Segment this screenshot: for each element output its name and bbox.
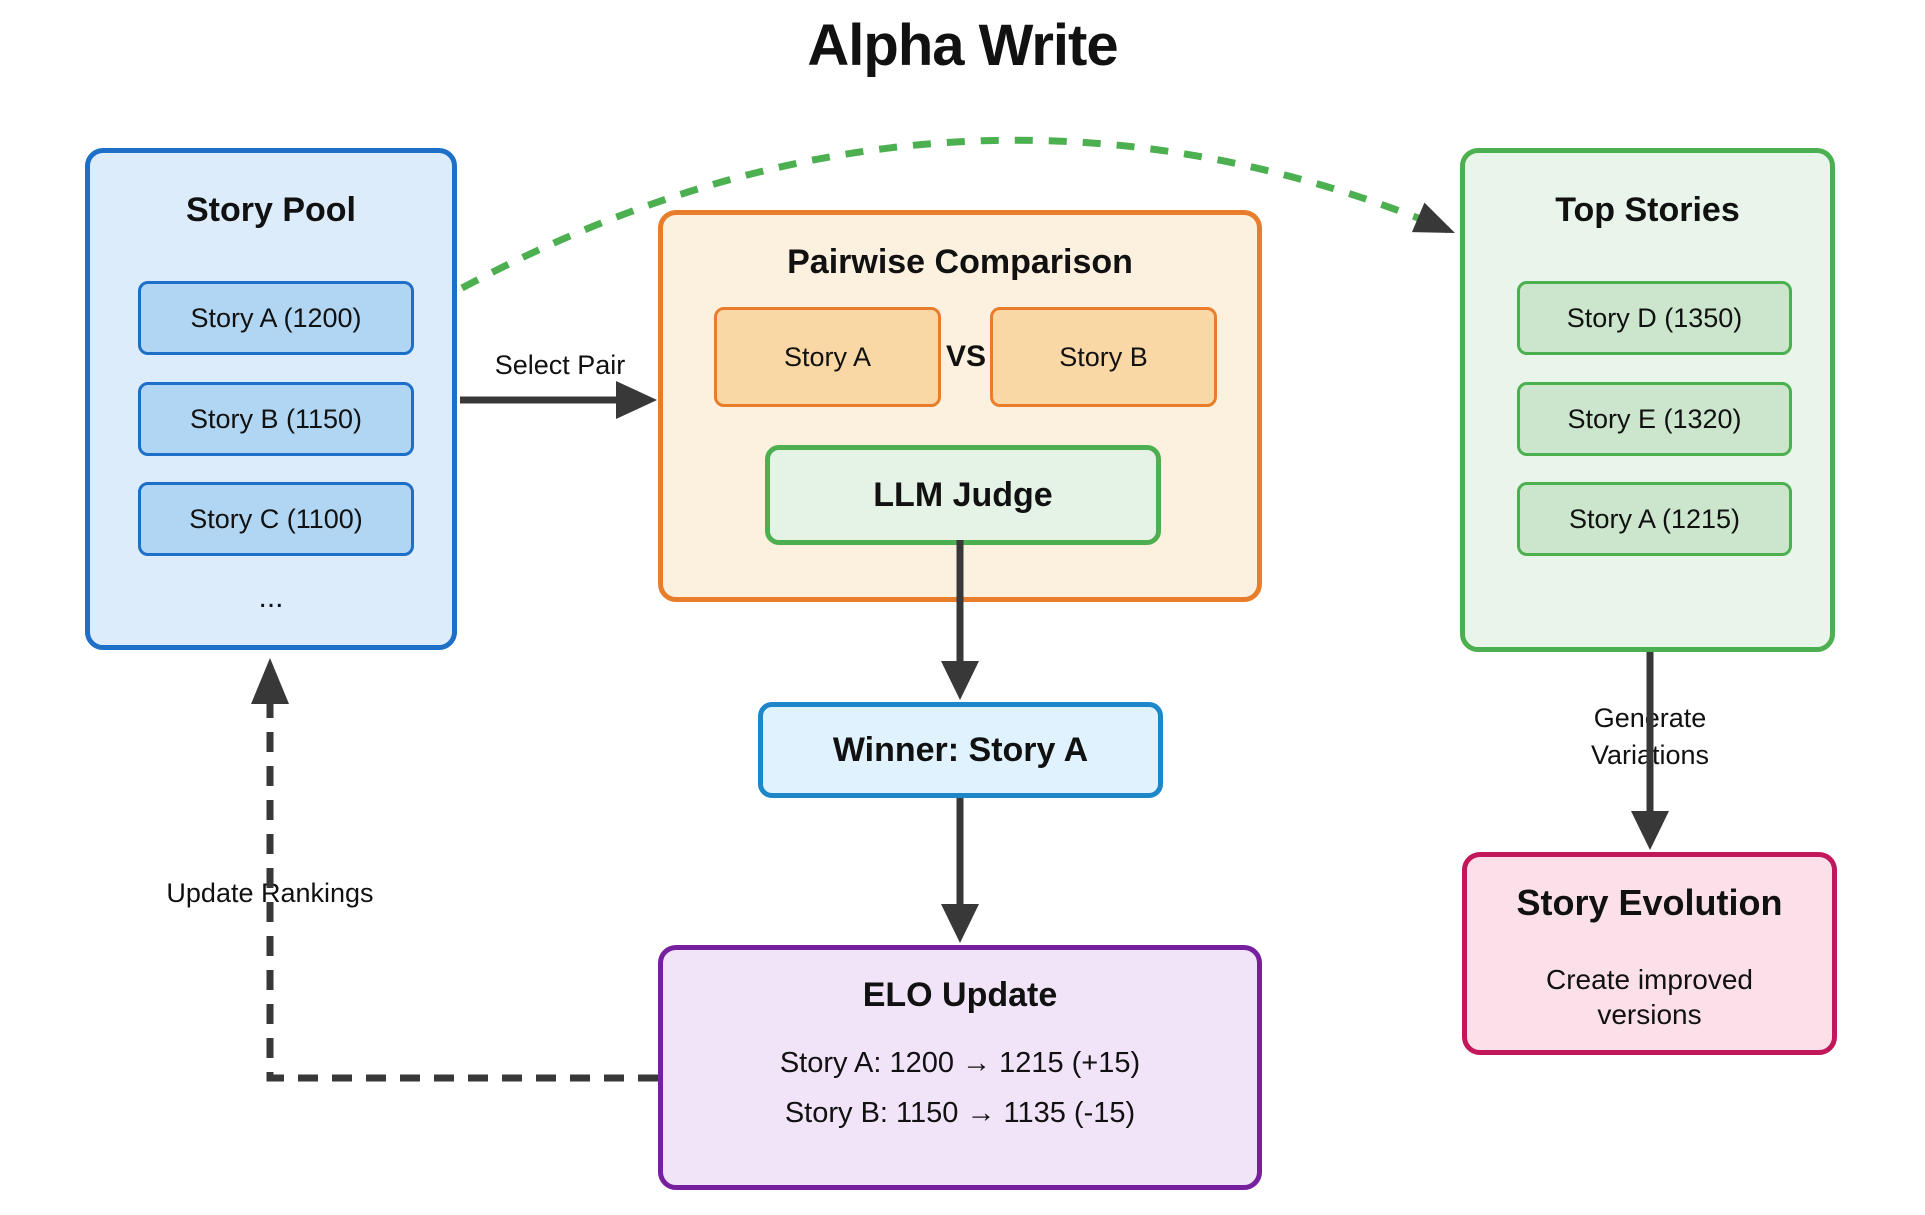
winner-to-elo-arrow-head [941, 904, 979, 943]
story-evolution-title: Story Evolution [1516, 882, 1783, 923]
story-pool-item-b: Story B (1150) [138, 382, 414, 456]
story-evolution-subtitle: Create improved versions [1546, 964, 1753, 1030]
pairwise-story-a: Story A [714, 307, 941, 407]
judge-to-winner-arrow-head [941, 661, 979, 700]
story-evolution-node: Story Evolution Create improved versions [1462, 852, 1837, 1055]
top-stories-node: Top Stories Story D (1350) Story E (1320… [1460, 148, 1835, 652]
pairwise-comparison-node: Pairwise Comparison Story A VS Story B L… [658, 210, 1262, 602]
llm-judge-node: LLM Judge [765, 445, 1161, 545]
select-pair-arrow [460, 381, 657, 419]
select-pair-label: Select Pair [494, 350, 626, 380]
top-stories-item-d: Story D (1350) [1517, 281, 1792, 355]
select-pair-arrow-head [616, 381, 657, 419]
elo-update-lines: Story A: 1200 → 1215 (+15) Story B: 1150… [663, 1038, 1257, 1138]
update-rankings-label: Update Rankings [166, 878, 374, 908]
elo-line-story-b: Story B: 1150 → 1135 (-15) [784, 1097, 1136, 1129]
winner-to-elo-arrow [941, 798, 979, 943]
story-pool-item-c: Story C (1100) [138, 482, 414, 556]
generate-variations-label: Generate Variations [1590, 703, 1710, 770]
story-pool-title: Story Pool [185, 191, 357, 229]
page-title: Alpha Write [807, 13, 1118, 78]
story-pool-item-a: Story A (1200) [138, 281, 414, 355]
pool-to-top-stories-arrow-head [1411, 202, 1455, 233]
update-rankings-arrow-head [251, 658, 289, 704]
elo-line-story-a: Story A: 1200 → 1215 (+15) [779, 1047, 1141, 1079]
generate-variations-arrow-head [1631, 811, 1669, 850]
pairwise-story-b: Story B [990, 307, 1217, 407]
pairwise-title: Pairwise Comparison [787, 243, 1133, 281]
story-pool-node: Story Pool Story A (1200) Story B (1150)… [85, 148, 457, 650]
story-pool-ellipsis: ... [258, 581, 284, 614]
top-stories-item-a: Story A (1215) [1517, 482, 1792, 556]
update-rankings-arrow [251, 658, 658, 1082]
vs-label: VS [945, 340, 987, 373]
elo-update-node: ELO Update Story A: 1200 → 1215 (+15) St… [658, 945, 1262, 1190]
top-stories-title: Top Stories [1555, 191, 1740, 229]
winner-node: Winner: Story A [758, 702, 1163, 798]
top-stories-item-e: Story E (1320) [1517, 382, 1792, 456]
elo-update-title: ELO Update [862, 976, 1058, 1014]
